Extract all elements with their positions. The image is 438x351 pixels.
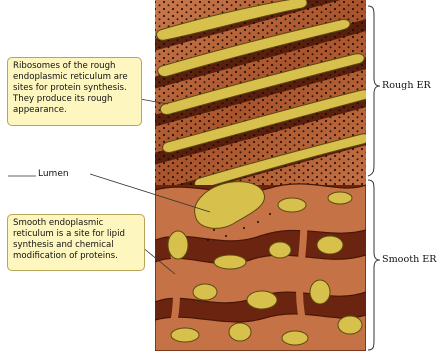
rough-er-callout: Ribosomes of the rough endoplasmic retic…	[7, 57, 142, 126]
region-braces	[368, 6, 380, 350]
rough-er-label: Rough ER	[382, 80, 431, 91]
smooth-er-brace	[368, 180, 380, 350]
smooth-er-label: Smooth ER	[382, 254, 437, 265]
smooth-er-network	[155, 182, 366, 351]
rough-er-brace	[368, 6, 380, 176]
smooth-er-callout: Smooth endoplasmic reticulum is a site f…	[7, 214, 145, 271]
er-cross-section	[150, 0, 370, 351]
lumen-label: Lumen	[38, 169, 69, 179]
rough-er-sheets	[150, 0, 370, 204]
